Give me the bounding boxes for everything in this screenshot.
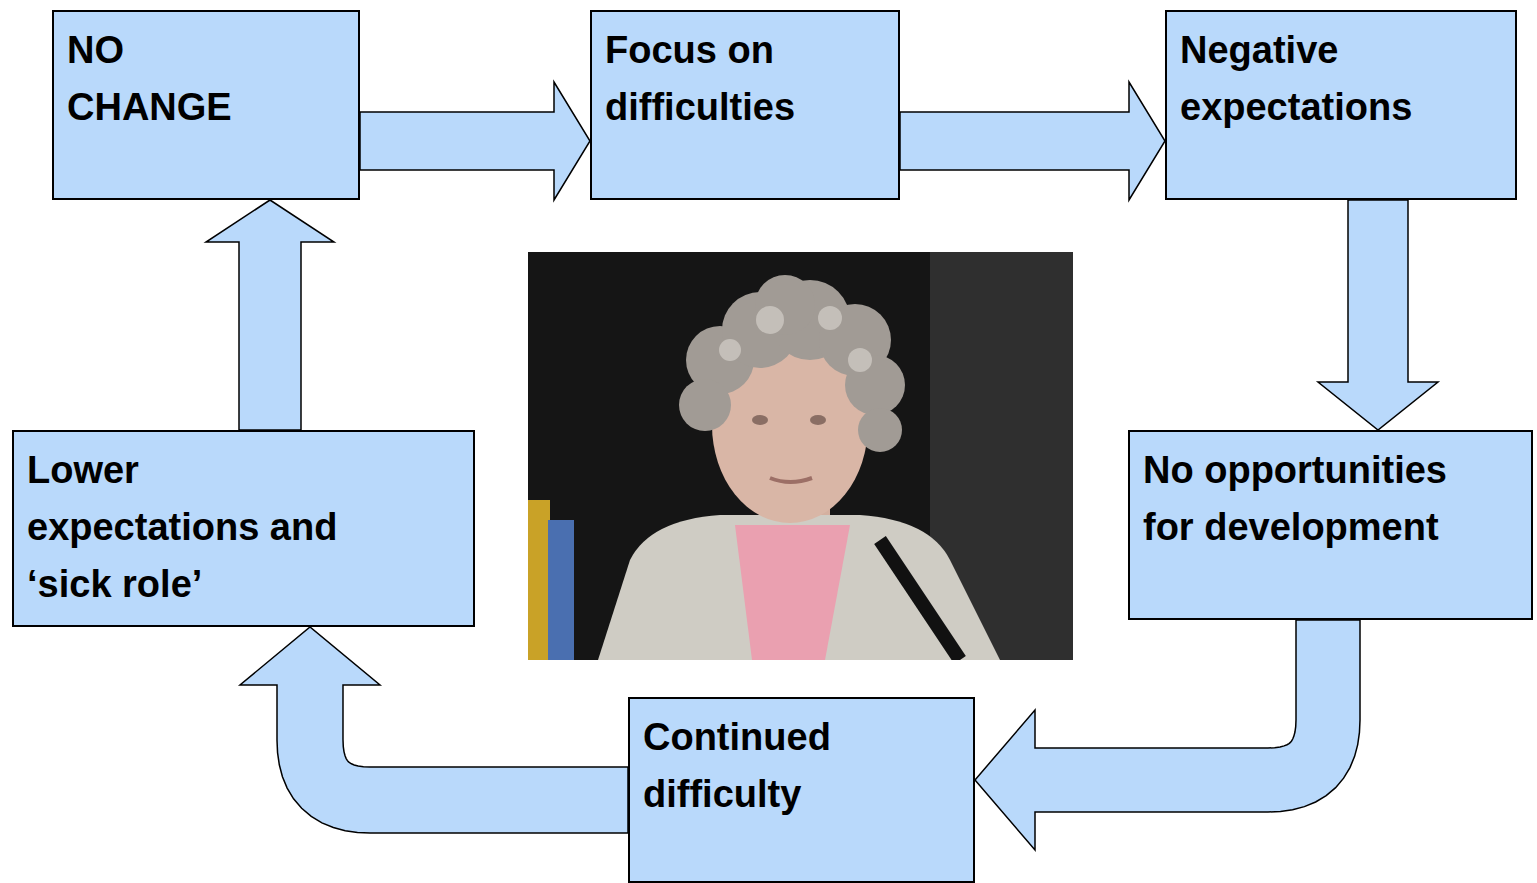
block-arrow: [975, 620, 1360, 850]
box-label: Negative expectations: [1180, 22, 1503, 136]
box-label: NO CHANGE: [67, 22, 267, 136]
block-arrow: [206, 200, 334, 430]
mouth: [770, 478, 812, 482]
process-box: No opportunities for development: [1128, 430, 1533, 620]
portrait-photo: [528, 252, 1073, 660]
eye: [810, 415, 826, 425]
process-box: Lower expectations and ‘sick role’: [12, 430, 475, 627]
block-arrow: [240, 627, 628, 833]
eye: [752, 415, 768, 425]
process-box: Continued difficulty: [628, 697, 975, 883]
process-box: NO CHANGE: [52, 10, 360, 200]
box-label: Continued difficulty: [643, 709, 961, 823]
process-box: Focus on difficulties: [590, 10, 900, 200]
block-arrow: [1318, 200, 1438, 430]
box-label: Lower expectations and ‘sick role’: [27, 442, 363, 613]
box-label: No opportunities for development: [1143, 442, 1483, 556]
curly-hair: [679, 275, 905, 452]
block-arrow: [900, 82, 1165, 200]
cardigan: [598, 515, 1000, 660]
yellow-cushion: [528, 500, 550, 660]
blue-cushion: [548, 520, 574, 660]
pink-top: [735, 525, 850, 660]
box-label: Focus on difficulties: [605, 22, 886, 136]
block-arrow: [360, 82, 590, 200]
hair-highlights: [719, 306, 872, 372]
process-box: Negative expectations: [1165, 10, 1517, 200]
photo-background: [528, 252, 1073, 660]
bag-strap: [880, 540, 960, 660]
